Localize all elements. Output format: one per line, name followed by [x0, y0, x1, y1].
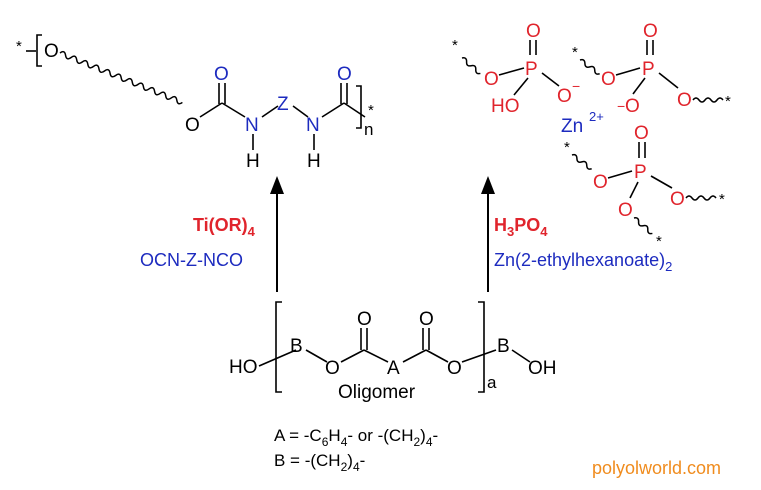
olig-o-carbonyl-left: O: [357, 309, 372, 330]
ph3-o-left: O: [593, 172, 608, 193]
right-catalyst-label: H3PO4: [494, 215, 548, 239]
ph2-charge: −: [617, 98, 625, 114]
olig-oh-right: OH: [528, 358, 557, 379]
ph2-bond: [615, 67, 641, 76]
ph1-o-minus: O: [557, 86, 572, 107]
right-arrow-head: [481, 176, 495, 194]
definition-b: B = -(CH2)4-: [274, 451, 365, 474]
ph2-star-right: *: [725, 93, 731, 110]
ph1-charge: −: [572, 78, 580, 94]
ph3-wavy-left: [571, 153, 592, 170]
pu-bond: [261, 105, 279, 118]
zinc-charge: 2+: [589, 109, 604, 124]
ph2-wavy-left: [579, 58, 600, 75]
ph1-o-ester: O: [484, 69, 499, 90]
olig-b-left: B: [290, 336, 303, 357]
left-catalyst-label: Ti(OR)4: [193, 215, 256, 239]
ph3-bond: [607, 170, 633, 179]
watermark: polyolworld.com: [592, 458, 721, 478]
ph3-p: P: [634, 162, 647, 183]
left-arrow-head: [270, 176, 284, 194]
pu-n-1: N: [245, 115, 259, 136]
ph1-star: *: [452, 37, 458, 54]
pu-o-ester: O: [185, 115, 200, 136]
olig-o-right: O: [447, 358, 462, 379]
ph2-o-minus: O: [625, 96, 640, 117]
ph2-o-right: O: [677, 90, 692, 111]
olig-bond: [305, 349, 328, 363]
pu-star-right: *: [368, 102, 374, 119]
olig-bond: [363, 349, 389, 363]
ph2-p: P: [642, 59, 655, 80]
zinc-ion: Zn: [561, 116, 583, 137]
ph2-bond: [658, 72, 679, 89]
ph2-o-top: O: [643, 21, 658, 42]
olig-bond: [258, 349, 297, 367]
olig-a: A: [387, 358, 400, 379]
right-reaction-arrow: [481, 176, 495, 292]
ph2-star-left: *: [572, 44, 578, 61]
ph2-wavy-right: [692, 97, 724, 103]
ph3-o-bottom: O: [618, 200, 633, 221]
pu-star-left: *: [16, 38, 22, 55]
ph1-wavy: [461, 57, 481, 75]
pu-h-1: H: [246, 151, 260, 172]
olig-bond: [425, 349, 449, 363]
pu-bond: [221, 102, 246, 118]
pu-h-2: H: [307, 151, 321, 172]
olig-bond: [511, 349, 531, 363]
pu-o-carbonyl-1: O: [214, 64, 229, 85]
ph1-ho: HO: [491, 96, 520, 117]
ph3-bond: [629, 181, 639, 199]
phosphate-structure: * O P O HO O − * O P O − O O * Zn 2+ * O: [452, 21, 731, 250]
ph3-star-right: *: [719, 191, 725, 208]
ph1-bond: [498, 67, 525, 76]
ph3-wavy-right: [685, 195, 717, 201]
ph1-bond: [513, 77, 529, 96]
olig-o-left: O: [325, 358, 340, 379]
ph3-o-top: O: [634, 123, 649, 144]
ph2-o-left: O: [601, 69, 616, 90]
pu-o-ether: O: [44, 41, 59, 62]
olig-ho-left: HO: [229, 357, 258, 378]
pu-wavy-chain: [59, 50, 183, 105]
pu-bracket-right: [356, 85, 362, 129]
ph2-bond: [632, 77, 646, 95]
oligomer-structure: HO B O O A O O a B OH Oligomer: [229, 301, 557, 403]
ph3-wavy-bottom: [633, 217, 653, 235]
pu-bracket-left: [36, 34, 42, 67]
definition-a: A = -C6H4- or -(CH2)4-: [274, 426, 438, 449]
ph1-o-top: O: [526, 21, 541, 42]
pu-o-carbonyl-2: O: [337, 64, 352, 85]
pu-bond: [343, 102, 366, 118]
pu-z: Z: [277, 94, 289, 115]
ph1-p: P: [525, 59, 538, 80]
ph3-bond: [650, 175, 673, 189]
ph3-star-left: *: [564, 139, 570, 156]
olig-bond: [340, 349, 365, 363]
olig-b-right: B: [497, 336, 510, 357]
polyurethane-structure: * O O O N H Z N H O n *: [16, 34, 374, 172]
pu-bond: [321, 102, 345, 118]
olig-bracket-right: [478, 301, 485, 393]
ph3-star-bottom: *: [656, 233, 662, 250]
pu-subscript-n: n: [364, 120, 373, 139]
olig-o-carbonyl-right: O: [419, 309, 434, 330]
left-reagent-label: OCN-Z-NCO: [140, 250, 243, 270]
olig-subscript-a: a: [487, 373, 497, 392]
right-reagent-label: Zn(2-ethylhexanoate)2: [494, 250, 672, 274]
oligomer-label: Oligomer: [338, 382, 416, 403]
ph3-o-right: O: [670, 189, 685, 210]
ph1-bond: [541, 72, 560, 87]
olig-bond: [402, 349, 427, 363]
pu-n-2: N: [306, 115, 320, 136]
pu-bond: [292, 105, 309, 118]
pu-bond: [199, 102, 223, 118]
left-reaction-arrow: [270, 176, 284, 292]
olig-bracket-left: [275, 301, 282, 393]
olig-bond: [461, 349, 497, 363]
